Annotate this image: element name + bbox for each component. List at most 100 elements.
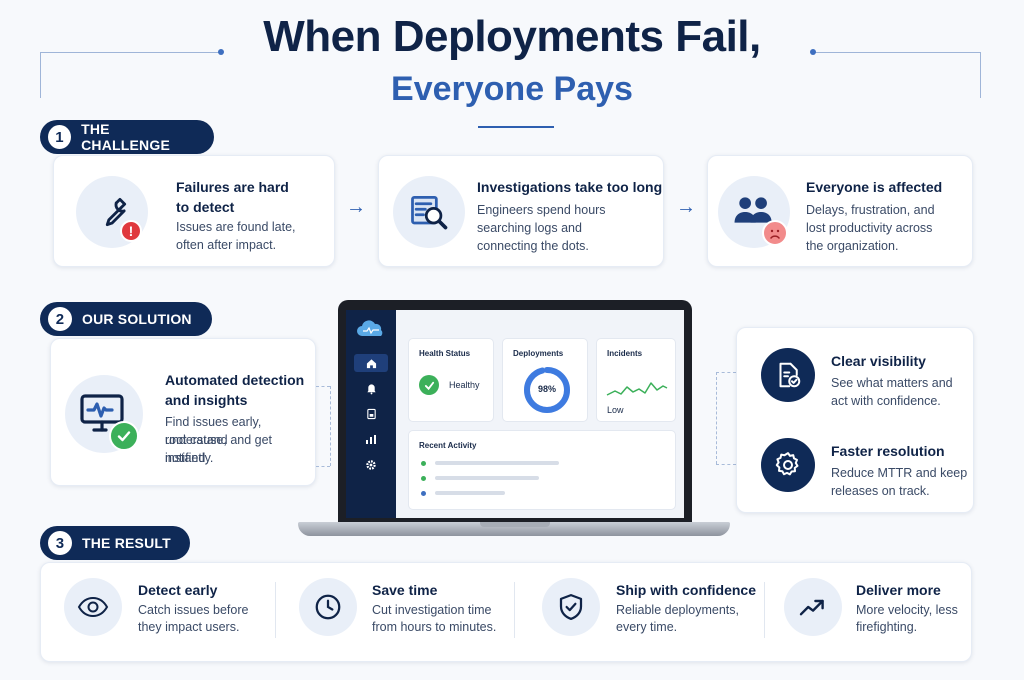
activity-bar — [435, 461, 559, 465]
incidents-sparkline — [606, 382, 668, 396]
card-desc: instantly. — [165, 451, 214, 465]
result-desc: Cut investigation time — [372, 603, 492, 617]
sidebar-item-home[interactable] — [354, 354, 388, 372]
decor-line-left — [40, 52, 220, 53]
decor-line-left-vert — [40, 52, 41, 98]
card-title: Investigations take too long — [477, 179, 663, 195]
sidebar-item-docs[interactable] — [354, 405, 388, 423]
result-desc: Reliable deployments, — [616, 603, 739, 617]
section-number: 1 — [48, 125, 72, 149]
section-number: 3 — [48, 531, 72, 555]
card-title: Everyone is affected — [806, 179, 943, 195]
sidebar-item-settings[interactable] — [354, 456, 388, 474]
card-title: to detect — [176, 199, 235, 215]
decor-line-right — [814, 52, 980, 53]
card-desc: Delays, frustration, and — [806, 203, 935, 217]
check-circle-icon — [109, 421, 139, 451]
section-number: 2 — [48, 307, 72, 331]
result-desc: from hours to minutes. — [372, 620, 497, 634]
card-desc: often after impact. — [176, 238, 277, 252]
arrow-right-icon: → — [346, 196, 366, 218]
solution-card: Automated detection and insights Find is… — [50, 338, 316, 486]
card-title: and insights — [165, 392, 248, 408]
monitor-check-icon — [80, 394, 124, 432]
result-desc: More velocity, less — [856, 603, 958, 617]
decor-line-right-vert — [980, 52, 981, 98]
challenge-card-everyone: Everyone is affected Delays, frustration… — [707, 155, 973, 267]
document-check-icon — [779, 362, 801, 388]
result-desc: every time. — [616, 620, 678, 634]
card-title: Failures are hard — [176, 179, 289, 195]
incidents-label: Incidents — [607, 349, 643, 358]
icon-badge — [64, 578, 122, 636]
card-title: Automated detection — [165, 372, 305, 388]
page-subtitle: Everyone Pays — [391, 70, 633, 108]
wrench-icon — [105, 197, 127, 227]
card-desc: lost productivity across — [806, 221, 933, 235]
icon-badge — [393, 176, 465, 248]
connector-line — [716, 464, 736, 465]
icon-badge — [761, 438, 815, 492]
page-title: When Deployments Fail, — [263, 12, 761, 61]
home-icon — [366, 358, 376, 368]
section-pill-challenge: 1 THE CHALLENGE — [40, 120, 214, 154]
incidents-value: Low — [607, 405, 624, 415]
health-status-card[interactable]: Health Status Healthy — [408, 338, 494, 422]
benefit-desc: See what matters and — [831, 376, 953, 390]
laptop-notch — [480, 522, 550, 527]
settings-gear-icon — [366, 460, 376, 470]
alert-icon: ! — [120, 220, 142, 242]
section-label: THE RESULT — [82, 535, 171, 551]
section-label: THE CHALLENGE — [81, 121, 170, 153]
benefit-desc: act with confidence. — [831, 394, 941, 408]
incidents-card[interactable]: Incidents Low — [596, 338, 676, 422]
result-divider — [514, 582, 515, 638]
connector-line — [716, 372, 736, 373]
trend-up-icon — [799, 599, 824, 616]
card-desc: root cause, and get notified — [165, 433, 273, 465]
clock-icon — [315, 594, 341, 620]
dashboard-screen: Health Status Healthy Deployments 98% In… — [346, 310, 684, 518]
activity-dot-2 — [421, 476, 426, 481]
result-title: Ship with confidence — [616, 582, 757, 598]
dashboard-sidebar — [346, 310, 396, 518]
bell-icon — [366, 384, 376, 395]
eye-icon — [77, 596, 109, 618]
benefit-desc: Reduce MTTR and keep — [831, 466, 968, 480]
sidebar-item-analytics[interactable] — [354, 430, 388, 448]
decor-dot-left — [218, 49, 224, 55]
icon-badge — [299, 578, 357, 636]
benefits-card: Clear visibility See what matters and ac… — [736, 327, 974, 513]
activity-dot-3 — [421, 491, 426, 496]
result-title: Deliver more — [856, 582, 941, 598]
challenge-card-detect: ! Failures are hard to detect Issues are… — [53, 155, 335, 267]
icon-badge — [542, 578, 600, 636]
health-status-value: Healthy — [449, 380, 480, 390]
connector-line — [316, 466, 330, 467]
section-pill-result: 3 THE RESULT — [40, 526, 190, 560]
recent-activity-card[interactable]: Recent Activity — [408, 430, 676, 510]
shield-check-icon — [559, 594, 583, 620]
card-desc: Engineers spend hours — [477, 203, 606, 217]
deployments-card[interactable]: Deployments 98% — [502, 338, 588, 422]
challenge-card-investigation: Investigations take too long Engineers s… — [378, 155, 664, 267]
activity-dot-1 — [421, 461, 426, 466]
title-underline — [478, 126, 554, 128]
result-divider — [275, 582, 276, 638]
section-label: OUR SOLUTION — [82, 311, 192, 327]
health-status-label: Health Status — [419, 349, 471, 358]
card-desc: Find issues early, understand — [165, 415, 262, 447]
icon-badge — [761, 348, 815, 402]
benefit-title: Clear visibility — [831, 353, 926, 369]
arrow-right-icon: → — [676, 196, 696, 218]
search-logs-icon — [411, 195, 448, 230]
decor-dot-right — [810, 49, 816, 55]
card-desc: Issues are found late, — [176, 220, 296, 234]
sidebar-item-alerts[interactable] — [354, 380, 388, 398]
laptop-base — [298, 522, 730, 536]
result-desc: they impact users. — [138, 620, 240, 634]
card-desc: the organization. — [806, 239, 899, 253]
activity-bar — [435, 491, 505, 495]
benefit-title: Faster resolution — [831, 443, 945, 459]
deployments-label: Deployments — [513, 349, 564, 358]
